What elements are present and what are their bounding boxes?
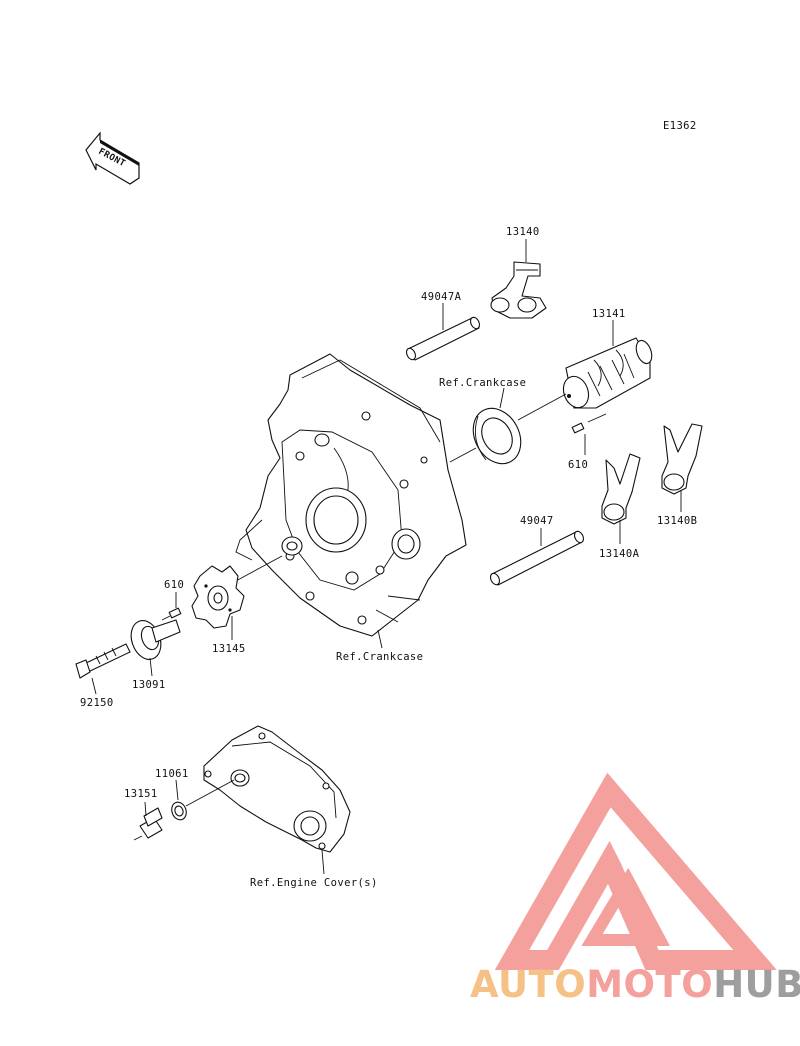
- label-13140b: 13140B: [657, 515, 697, 527]
- engine-cover: [203, 725, 351, 853]
- shift-drum-13141: [562, 337, 653, 409]
- label-11061: 11061: [155, 768, 189, 780]
- label-92150: 92150: [80, 697, 114, 709]
- front-arrow-icon: FRONT: [85, 131, 140, 185]
- crankcase: [235, 353, 467, 637]
- plate-13091: [130, 619, 181, 660]
- shift-fork-13140b: [661, 423, 703, 495]
- o-ring-11061: [171, 801, 187, 821]
- shift-cam-13145: [191, 565, 245, 629]
- label-13140: 13140: [506, 226, 540, 238]
- label-13145: 13145: [212, 643, 246, 655]
- label-13151: 13151: [124, 788, 158, 800]
- bolt-92150: [75, 643, 131, 679]
- label-610-left: 610: [164, 579, 184, 591]
- bearing: [472, 407, 522, 465]
- watermark-hub: HUB: [713, 963, 800, 1006]
- label-49047: 49047: [520, 515, 554, 527]
- shaft-49047a: [405, 316, 481, 361]
- diagram-code: E1362: [663, 120, 697, 132]
- label-ref-engine-cover: Ref.Engine Cover(s): [250, 877, 378, 889]
- watermark-auto: AUTO: [470, 963, 586, 1006]
- label-ref-crankcase-bottom: Ref.Crankcase: [336, 651, 423, 663]
- pin-610-left: [168, 607, 182, 619]
- label-13140a: 13140A: [599, 548, 640, 560]
- shaft-49047: [489, 530, 585, 586]
- shift-fork-13140a: [601, 453, 641, 525]
- label-49047a: 49047A: [421, 291, 462, 303]
- label-ref-crankcase-top: Ref.Crankcase: [439, 377, 526, 389]
- watermark-triangle-icon: [494, 772, 777, 970]
- label-13091: 13091: [132, 679, 166, 691]
- shift-fork-13140: [490, 261, 547, 319]
- pin-610-right: [571, 422, 585, 434]
- label-13141: 13141: [592, 308, 626, 320]
- switch-13151: [133, 807, 163, 841]
- svg-text:AUTOMOTOHUB: AUTOMOTOHUB: [470, 963, 800, 1006]
- label-610-right: 610: [568, 459, 588, 471]
- watermark-logo: AUTOMOTOHUB: [470, 772, 800, 1006]
- watermark-moto: MOTO: [586, 963, 713, 1006]
